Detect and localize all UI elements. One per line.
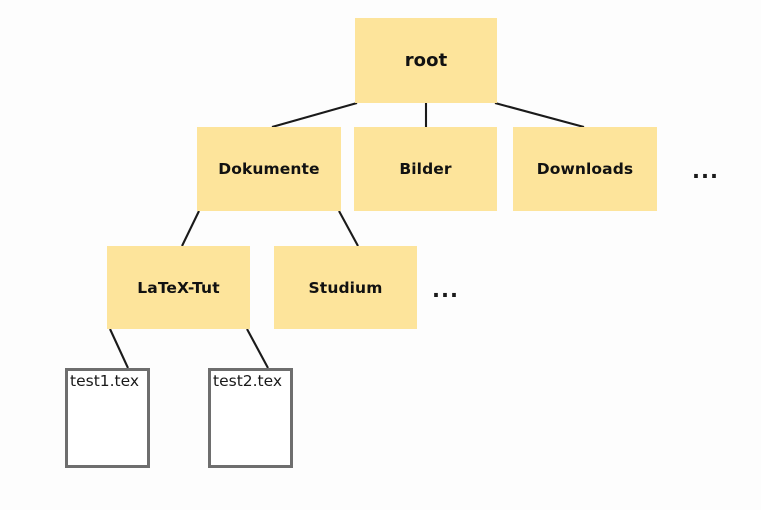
edge-root-dokumente: [271, 101, 358, 129]
node-downloads-label: Downloads: [536, 160, 634, 178]
edge-dokumente-studium: [338, 210, 359, 247]
ellipsis-level2-more: ...: [432, 278, 459, 302]
node-studium[interactable]: Studium: [274, 246, 417, 329]
node-studium-label: Studium: [308, 278, 383, 297]
node-bilder-label: Bilder: [399, 160, 452, 178]
node-latex-tut-label: LaTeX-Tut: [137, 278, 220, 297]
node-root[interactable]: root: [355, 18, 497, 103]
node-test1-tex-label: test1.tex: [70, 372, 140, 390]
node-test1-tex[interactable]: test1.tex: [65, 368, 150, 468]
node-test2-tex[interactable]: test2.tex: [208, 368, 293, 468]
ellipsis-level1-more: ...: [692, 159, 719, 183]
edge-latex-tut-test1: [109, 328, 129, 369]
node-bilder[interactable]: Bilder: [354, 127, 497, 211]
node-dokumente[interactable]: Dokumente: [197, 127, 341, 211]
edge-latex-tut-test2: [246, 328, 269, 369]
edge-dokumente-latex-tut: [181, 210, 200, 247]
node-latex-tut[interactable]: LaTeX-Tut: [107, 246, 250, 329]
node-root-label: root: [404, 50, 448, 71]
node-test2-tex-label: test2.tex: [213, 372, 283, 390]
edge-root-downloads: [494, 101, 585, 129]
node-dokumente-label: Dokumente: [218, 160, 320, 178]
node-downloads[interactable]: Downloads: [513, 127, 657, 211]
